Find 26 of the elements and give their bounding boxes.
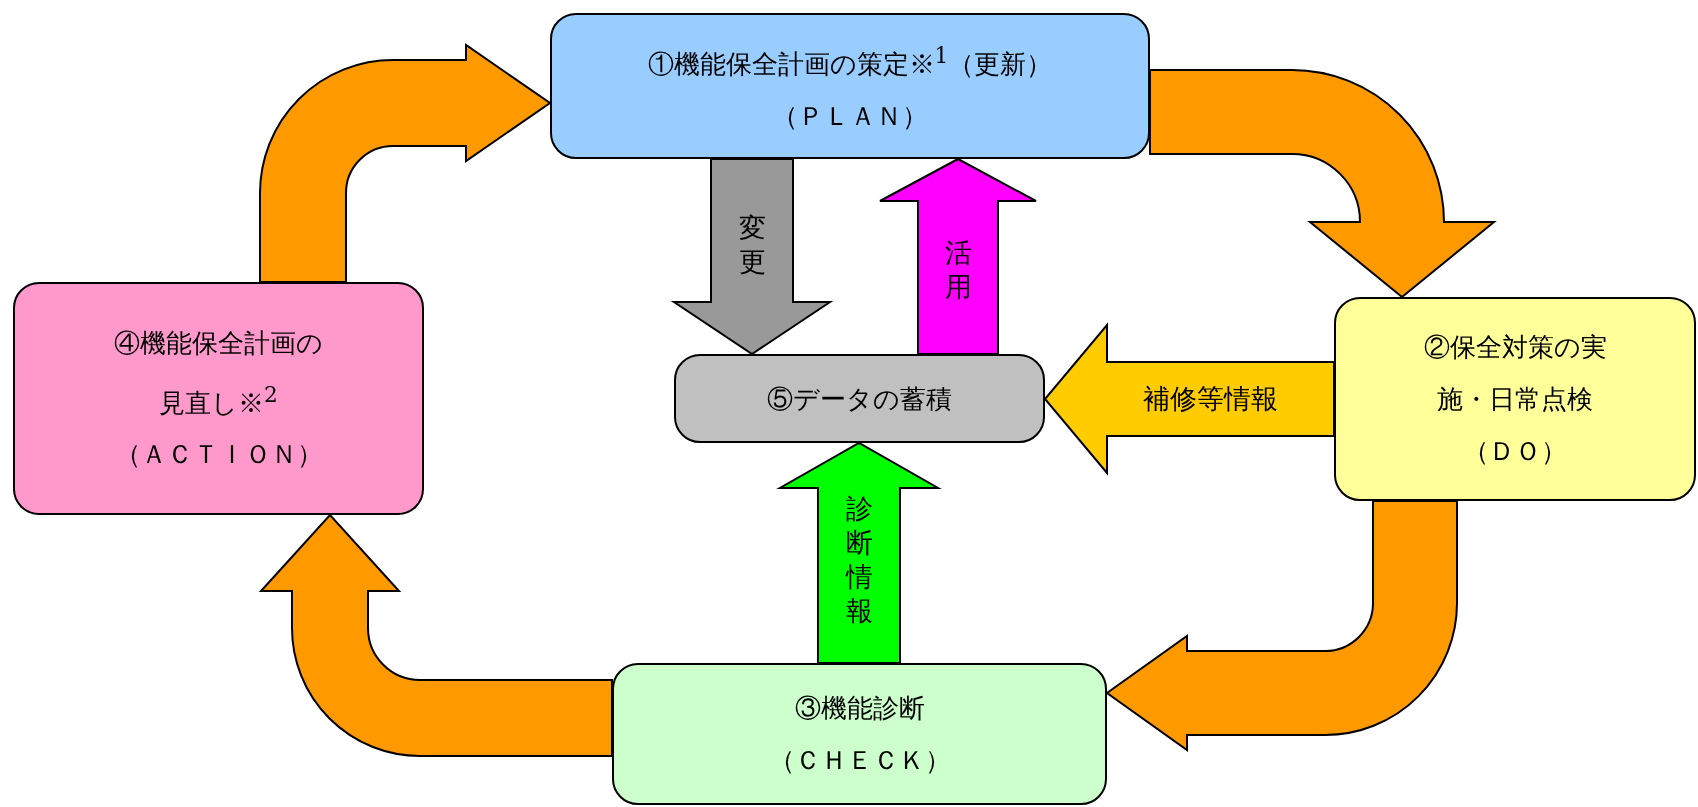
step-title: ③機能診断 xyxy=(794,692,925,725)
step-label: （ＡＣＴＩＯＮ） xyxy=(114,438,323,472)
edge-label: 変更 xyxy=(738,211,766,279)
step-label: （ＤＯ） xyxy=(1463,435,1567,468)
edge-label: 診断情報 xyxy=(845,492,873,628)
block-arrow xyxy=(1106,500,1458,751)
block-arrow xyxy=(776,441,942,664)
step-title: ⑤データの蓄積 xyxy=(767,382,952,416)
process-box xyxy=(13,282,424,515)
block-arrow xyxy=(670,158,834,356)
process-box xyxy=(674,354,1045,443)
step-title: ①機能保全計画の策定※$^{1}$（更新） xyxy=(647,42,1053,81)
process-box xyxy=(612,663,1107,805)
step-title: ④機能保全計画の見直し※$^{2}$ xyxy=(113,326,324,420)
block-arrow xyxy=(1043,322,1335,476)
block-arrow xyxy=(879,157,1037,355)
step-label: （ＰＬＡＮ） xyxy=(772,99,928,133)
step-label: （ＣＨＥＣＫ） xyxy=(768,744,951,777)
step-title: ②保全対策の実施・日常点検 xyxy=(1422,331,1608,416)
edge-label: 補修等情報 xyxy=(1142,384,1278,414)
block-arrow xyxy=(1149,69,1495,298)
edge-label: 活用 xyxy=(944,236,972,304)
block-arrow xyxy=(259,44,551,283)
block-arrow xyxy=(260,514,613,757)
process-box xyxy=(550,13,1150,159)
process-box xyxy=(1334,297,1696,501)
